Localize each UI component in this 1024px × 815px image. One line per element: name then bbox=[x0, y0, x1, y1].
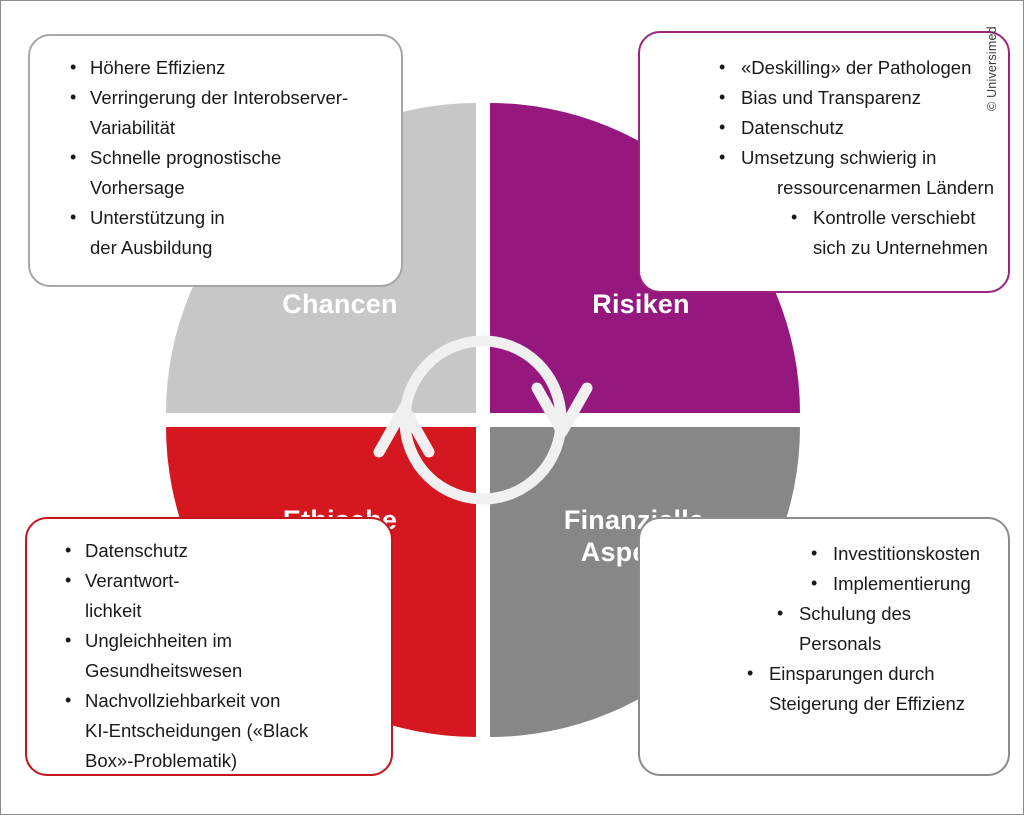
list-item: Variabilität bbox=[90, 116, 176, 138]
list-item: der Ausbildung bbox=[90, 236, 213, 258]
bullet-icon: • bbox=[776, 602, 784, 623]
bullet-icon: • bbox=[719, 86, 726, 107]
list-item: sich zu Unternehmen bbox=[813, 236, 988, 258]
list-item: Steigerung der Effizienz bbox=[768, 692, 966, 714]
list-item: •Verringerung der Interobserver- bbox=[70, 83, 387, 113]
bullet-icon: • bbox=[810, 543, 818, 563]
list-item: •Unterstützung in bbox=[70, 203, 387, 233]
list-item: ressourcenarmen Ländern bbox=[777, 176, 994, 198]
list-item: Gesundheitswesen bbox=[85, 659, 243, 681]
bullet-icon: • bbox=[70, 57, 77, 77]
bullet-icon: • bbox=[719, 57, 726, 77]
arrow-finanz-to-ethische-icon bbox=[373, 402, 567, 505]
bullet-icon: • bbox=[791, 206, 798, 227]
bullet-icon: • bbox=[719, 146, 726, 167]
list-item: •Investitionskosten bbox=[747, 539, 980, 569]
list-item: •Nachvollziehbarkeit von bbox=[65, 686, 379, 716]
list-item: Vorhersage bbox=[90, 176, 185, 198]
bullet-icon: • bbox=[746, 662, 754, 683]
bullet-icon: • bbox=[65, 629, 72, 650]
list-item: KI-Entscheidungen («Black bbox=[85, 719, 309, 741]
list-item: •Verantwort- bbox=[65, 566, 379, 596]
list-item: •Implementierung bbox=[747, 569, 980, 599]
list-item: •Höhere Effizienz bbox=[70, 53, 387, 83]
callout-finanzielle-list: •Investitionskosten •Implementierung •Sc… bbox=[747, 539, 980, 719]
list-item: •«Deskilling» der Pathologen bbox=[719, 53, 994, 83]
bullet-icon: • bbox=[70, 146, 77, 167]
bullet-icon: • bbox=[65, 689, 72, 710]
callout-ethische-list: •Datenschutz •Verantwort- lichkeit •Ungl… bbox=[65, 536, 379, 776]
bullet-icon: • bbox=[70, 86, 77, 107]
list-item: •Datenschutz bbox=[65, 536, 379, 566]
copyright-notice: © Universimed bbox=[985, 26, 999, 111]
bullet-icon: • bbox=[65, 540, 72, 560]
list-item: •Ungleichheiten im bbox=[65, 626, 379, 656]
list-item: •Kontrolle verschiebt bbox=[719, 203, 994, 233]
callout-risiken: •«Deskilling» der Pathologen •Bias und T… bbox=[638, 31, 1010, 293]
list-item: Box»-Problematik) bbox=[85, 749, 238, 771]
list-item: •Bias und Transparenz bbox=[719, 83, 994, 113]
bullet-icon: • bbox=[70, 206, 77, 227]
callout-finanzielle-aspekte: •Investitionskosten •Implementierung •Sc… bbox=[638, 517, 1010, 776]
list-item: •Schnelle prognostische bbox=[70, 143, 387, 173]
list-item: •Datenschutz bbox=[719, 113, 994, 143]
list-item: Personals bbox=[798, 632, 882, 654]
list-item: •Schulung des bbox=[747, 599, 980, 629]
bullet-icon: • bbox=[719, 116, 726, 137]
callout-risiken-list: •«Deskilling» der Pathologen •Bias und T… bbox=[719, 53, 994, 263]
callout-chancen-list: •Höhere Effizienz •Verringerung der Inte… bbox=[70, 53, 387, 263]
bullet-icon: • bbox=[65, 569, 72, 590]
list-item: •Umsetzung schwierig in bbox=[719, 143, 994, 173]
callout-ethische-aspekte: •Datenschutz •Verantwort- lichkeit •Ungl… bbox=[25, 517, 393, 776]
bullet-icon: • bbox=[810, 572, 818, 593]
list-item: lichkeit bbox=[85, 599, 142, 621]
callout-chancen: •Höhere Effizienz •Verringerung der Inte… bbox=[28, 34, 403, 287]
list-item: •Einsparungen durch bbox=[747, 659, 980, 689]
